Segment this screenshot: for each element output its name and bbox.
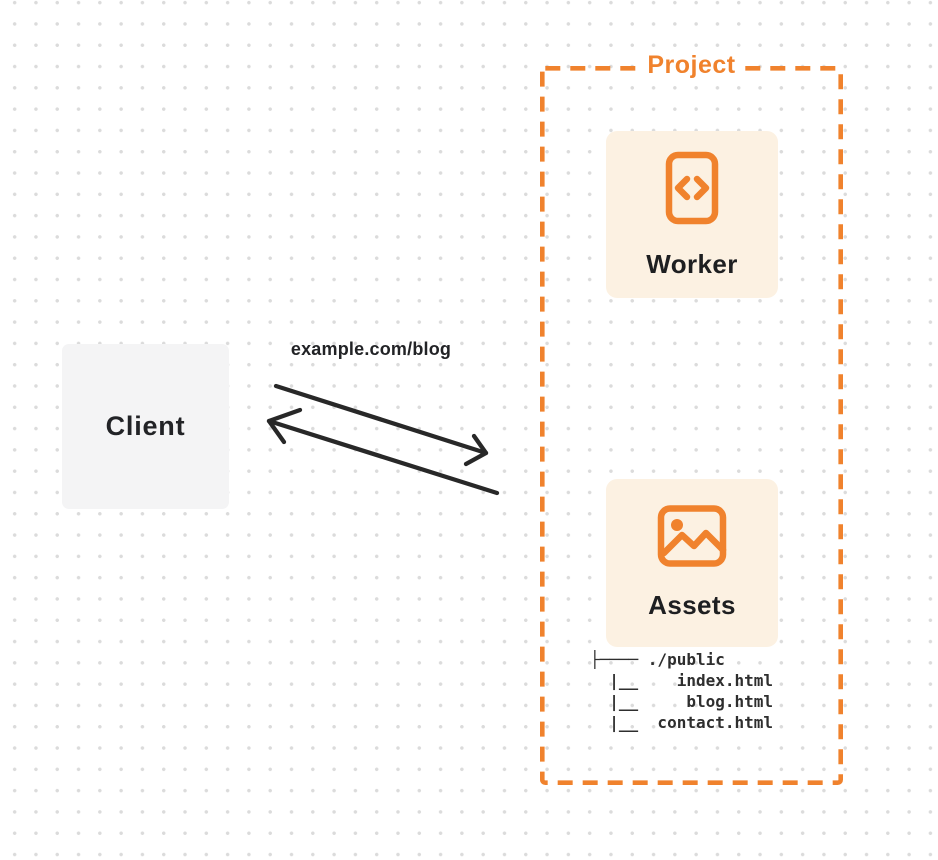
project-label: Project — [640, 50, 743, 80]
worker-label: Worker — [646, 248, 738, 279]
code-document-icon — [665, 151, 719, 224]
worker-node: Worker — [606, 131, 778, 298]
assets-file-tree: ├──── ./public |__ index.html |__ blog.h… — [590, 650, 774, 732]
client-label: Client — [105, 411, 186, 441]
request-arrow — [273, 383, 489, 467]
request-url-label: example.com/blog — [290, 339, 452, 359]
assets-node: Assets — [606, 479, 778, 647]
image-icon — [657, 505, 727, 567]
project-dashed-border — [540, 66, 843, 785]
request-response-arrows — [266, 383, 500, 496]
response-arrow — [266, 407, 500, 496]
project-container: Project Worker Assets ├──── ./public |__… — [540, 50, 843, 785]
client-node: Client — [62, 344, 229, 509]
assets-label: Assets — [648, 590, 736, 620]
